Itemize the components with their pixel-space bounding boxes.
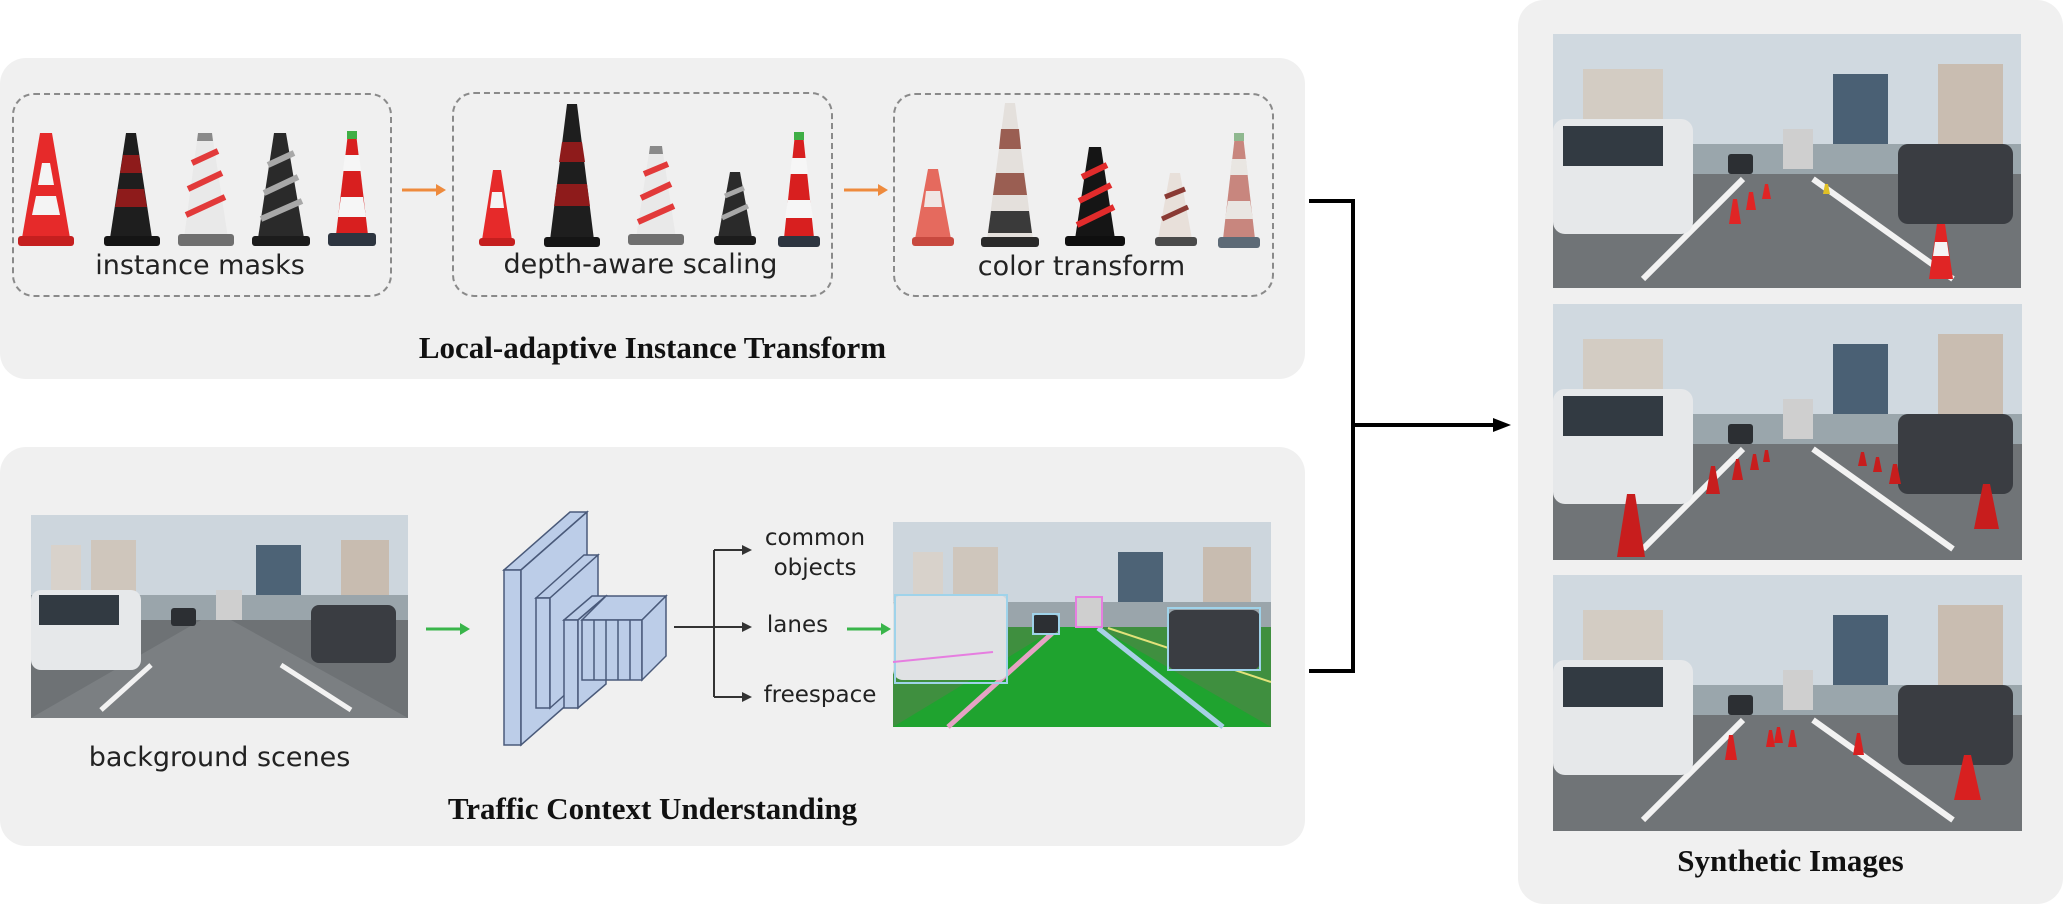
cone-icon — [1762, 184, 1771, 199]
cone-icon — [1929, 224, 1953, 279]
lanes-label: lanes — [766, 612, 829, 638]
instance-transform-title: Local-adaptive Instance Transform — [418, 330, 887, 365]
color-transform-label: color transform — [977, 251, 1186, 282]
common-objects-label: common objects — [764, 525, 866, 581]
instance-masks-box — [12, 93, 392, 297]
cone-icon — [1706, 466, 1720, 494]
color-transform-box — [893, 93, 1274, 297]
cone-icon — [1155, 173, 1197, 246]
synthetic-image-3 — [1553, 575, 2022, 831]
cone-icon — [178, 133, 234, 246]
cone-icon — [1218, 133, 1260, 248]
background-scene-image — [31, 515, 408, 718]
cone-icon — [1889, 464, 1901, 484]
cone-icon — [18, 133, 74, 246]
cone-icon — [1954, 755, 1981, 800]
branch-arrows — [674, 545, 752, 702]
cone-icon — [1725, 735, 1737, 760]
cone-icon — [1750, 454, 1759, 470]
arrow-icon — [847, 623, 891, 635]
arrow-icon — [402, 184, 446, 196]
context-panel-title: Traffic Context Understanding — [447, 791, 858, 826]
cone-icon — [1729, 199, 1741, 224]
cone-icon — [104, 133, 160, 246]
synthetic-image-1 — [1553, 34, 2021, 288]
synthetic-image-2 — [1553, 304, 2022, 560]
cone-icon — [479, 170, 515, 246]
cone-icon — [1065, 147, 1125, 246]
cone-icon — [1746, 192, 1756, 210]
cone-icon — [1853, 733, 1864, 755]
cone-icon — [1766, 730, 1775, 747]
cone-icon — [778, 132, 820, 247]
cones-color-transform — [912, 103, 1260, 248]
cone-icon — [1974, 484, 1999, 529]
arrow-icon — [844, 184, 888, 196]
cone-icon — [714, 172, 756, 245]
arrow-icon — [426, 623, 470, 635]
background-scenes-label: background scenes — [88, 742, 351, 773]
cone-icon — [1873, 457, 1882, 472]
cone-icon — [981, 103, 1039, 247]
cone-icon — [628, 146, 684, 245]
freespace-label: freespace — [763, 682, 877, 708]
cone-icon — [1732, 459, 1743, 480]
cone-icon — [1788, 730, 1797, 747]
cone-icon — [328, 131, 376, 246]
network-icon — [502, 510, 668, 747]
cones-depth-scaling — [479, 104, 820, 247]
cone-icon — [252, 133, 310, 246]
segmented-scene-image — [892, 522, 1272, 729]
cone-icon — [1858, 452, 1867, 466]
cone-icon — [912, 169, 954, 246]
synthetic-images-title: Synthetic Images — [1677, 843, 1904, 878]
cone-icon — [1763, 450, 1770, 462]
cone-icon — [1774, 727, 1783, 743]
cones-instance-masks — [18, 131, 376, 246]
merge-connector — [1309, 199, 1511, 673]
cone-icon — [1617, 494, 1645, 557]
instance-masks-label: instance masks — [95, 250, 305, 281]
cone-icon — [544, 104, 600, 247]
depth-scaling-box — [452, 92, 833, 297]
depth-scaling-label: depth-aware scaling — [503, 249, 778, 280]
cone-icon — [1823, 184, 1830, 194]
